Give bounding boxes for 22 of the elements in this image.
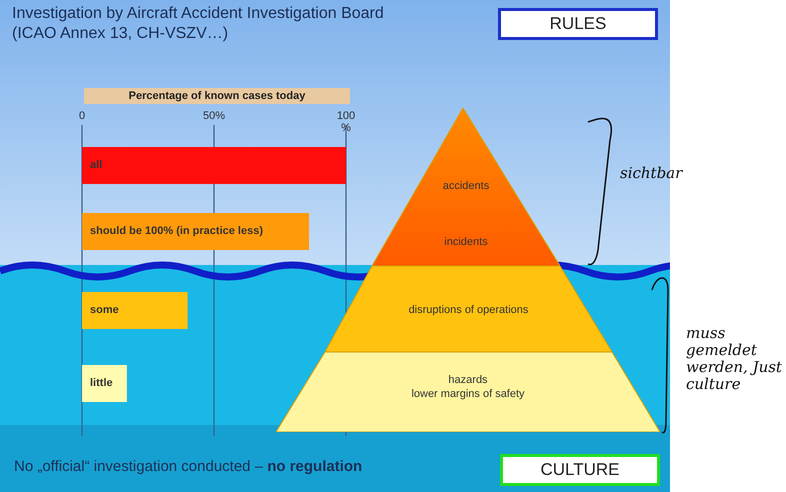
heading: Investigation by Aircraft Accident Investigation Board (ICAO Annex 13, CH-VSZV…) [12,4,385,44]
bar-label: all [90,159,102,171]
footer-note: No „official“ investigation conducted – no regulation [14,458,364,475]
label-box: RULES [498,8,658,40]
handwritten-note: sichtbar [620,165,684,182]
bar-label: some [90,304,119,316]
pyramid-layer [325,266,612,352]
chart-title: Percentage of known cases today [84,88,350,104]
bar-label: little [90,377,113,389]
handwritten-note: muss gemeldet werden, Just culture [686,325,782,393]
pyramid-layer [372,108,560,266]
tick-label: 100 % [336,110,356,134]
tick-label: 50% [202,110,226,122]
layer-label: lower margins of safety [410,388,526,400]
layer-label: incidents [443,236,489,248]
layer-label: accidents [442,180,490,192]
pyramid-layer [276,352,660,432]
tick-label: 0 [78,110,86,122]
bar-label: should be 100% (in practice less) [90,225,264,237]
label-box: CULTURE [500,454,660,486]
layer-label: disruptions of operations [408,304,530,316]
layer-label: hazards [447,374,489,386]
